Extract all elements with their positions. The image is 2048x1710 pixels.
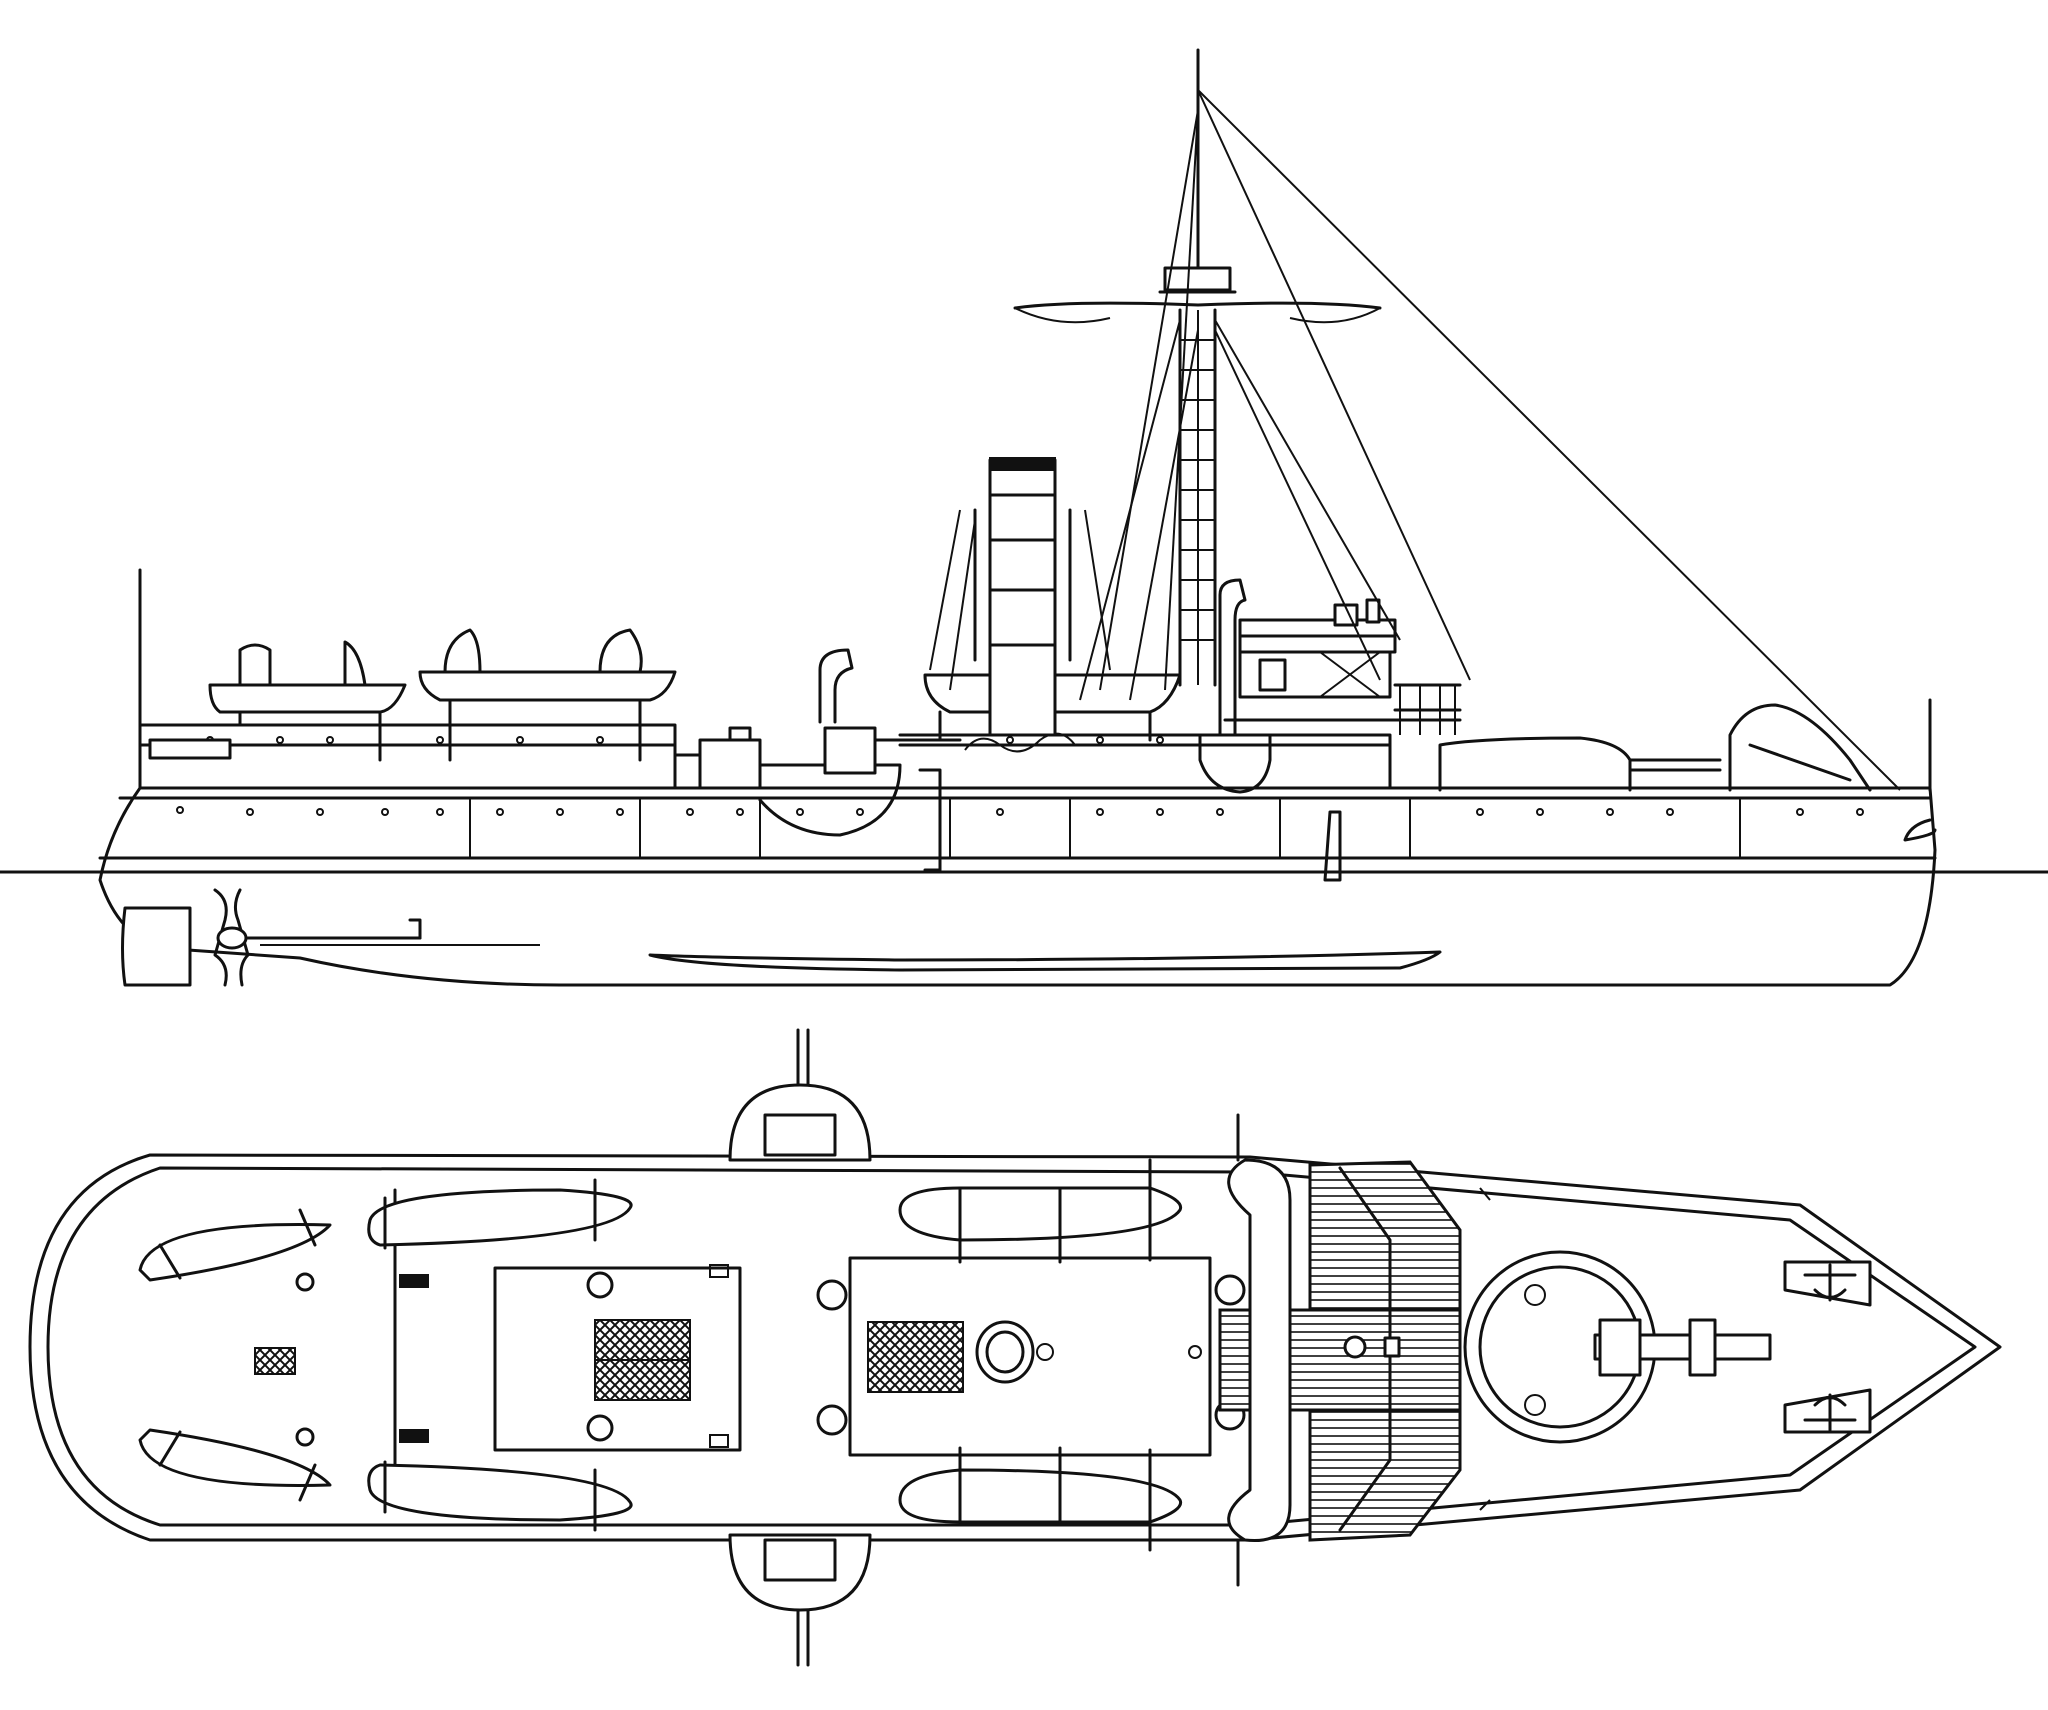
sponson-starboard (728, 1533, 872, 1667)
planked-bridge-deck (1218, 1113, 1462, 1587)
plan-boat-fwd-port (898, 1158, 1183, 1264)
portholes (176, 736, 1864, 816)
deck-outline (28, 1153, 2002, 1542)
sponson-port (728, 1028, 872, 1162)
plan-boat-mid-port (367, 1178, 633, 1250)
plan-boat-mid-starboard (367, 1460, 633, 1532)
plan-boat-aft-port (138, 1208, 332, 1282)
hull (98, 786, 1937, 987)
bridge (1223, 598, 1462, 735)
profile-view (0, 48, 2048, 987)
boat-stern-2 (418, 628, 677, 762)
deck-fittings (709, 1187, 1491, 1511)
boat-stern-1 (208, 640, 407, 762)
funnel (929, 457, 1111, 737)
plan-view (28, 1028, 2002, 1667)
plan-boat-aft-starboard (138, 1428, 332, 1502)
anchor-starboard (1783, 1388, 1872, 1434)
mast (1013, 48, 1901, 791)
anchor-port (1783, 1260, 1872, 1307)
after-deckhouse (254, 1188, 742, 1502)
plan-boat-fwd-starboard (898, 1446, 1183, 1552)
superstructure (138, 568, 1932, 882)
central-deckhouse (816, 1256, 1246, 1457)
rudder-and-propeller (121, 888, 540, 987)
bow-turret (1463, 1250, 1772, 1444)
